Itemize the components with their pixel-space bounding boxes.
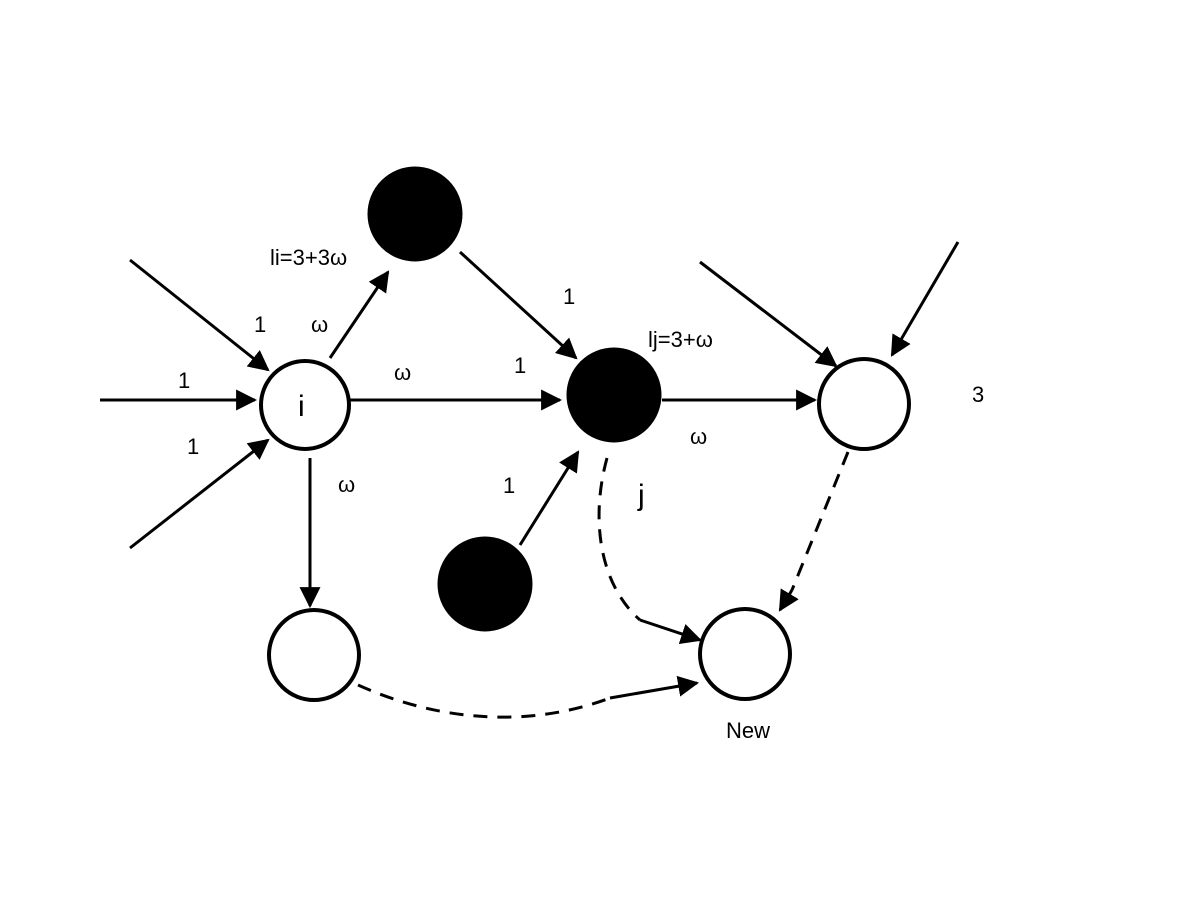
label-in-mid: 1 [178, 368, 190, 393]
edge-dashed-right-to-new-head [778, 588, 799, 612]
edge-black-top-to-j [458, 250, 578, 360]
label-j-to-right: ω [690, 424, 707, 449]
edge-in-top-to-i [129, 258, 270, 372]
node-black-bottom [437, 536, 533, 632]
node-i [259, 359, 351, 451]
label-new-name: New [726, 718, 770, 743]
label-lj: lj=3+ω [648, 327, 713, 352]
node-right [817, 357, 911, 451]
edge-in-bot-to-i [129, 438, 270, 550]
edge-dashed-bottom-left-to-new [357, 683, 611, 719]
edge-dashed-j-to-new-head [639, 618, 702, 644]
label-right-value: 3 [972, 382, 984, 407]
label-i-to-j: ω [394, 360, 411, 385]
edge-dashed-bottom-left-to-new-head [609, 675, 700, 700]
node-i-label: i [298, 390, 305, 423]
label-in-top: 1 [254, 312, 266, 337]
label-top-to-j: 1 [563, 284, 575, 309]
node-j [566, 347, 662, 443]
node-new [698, 607, 792, 701]
node-bottom-left [267, 608, 361, 702]
label-li: li=3+3ω [270, 245, 347, 270]
label-in-bot: 1 [187, 434, 199, 459]
edge-ext-left-to-right [699, 260, 838, 368]
label-i-to-j-right: 1 [514, 353, 526, 378]
label-i-to-bottom: ω [338, 472, 355, 497]
label-j-name: j [637, 479, 645, 512]
label-i-to-top: ω [311, 312, 328, 337]
edge-i-to-black-top [328, 270, 390, 359]
label-bottom-to-j: 1 [503, 473, 515, 498]
edge-ext-right-to-right [890, 241, 960, 357]
node-black-top [367, 166, 463, 262]
edge-dashed-right-to-new [790, 451, 850, 591]
edge-dashed-j-to-new [597, 457, 641, 622]
edge-black-bottom-to-j [518, 450, 580, 546]
